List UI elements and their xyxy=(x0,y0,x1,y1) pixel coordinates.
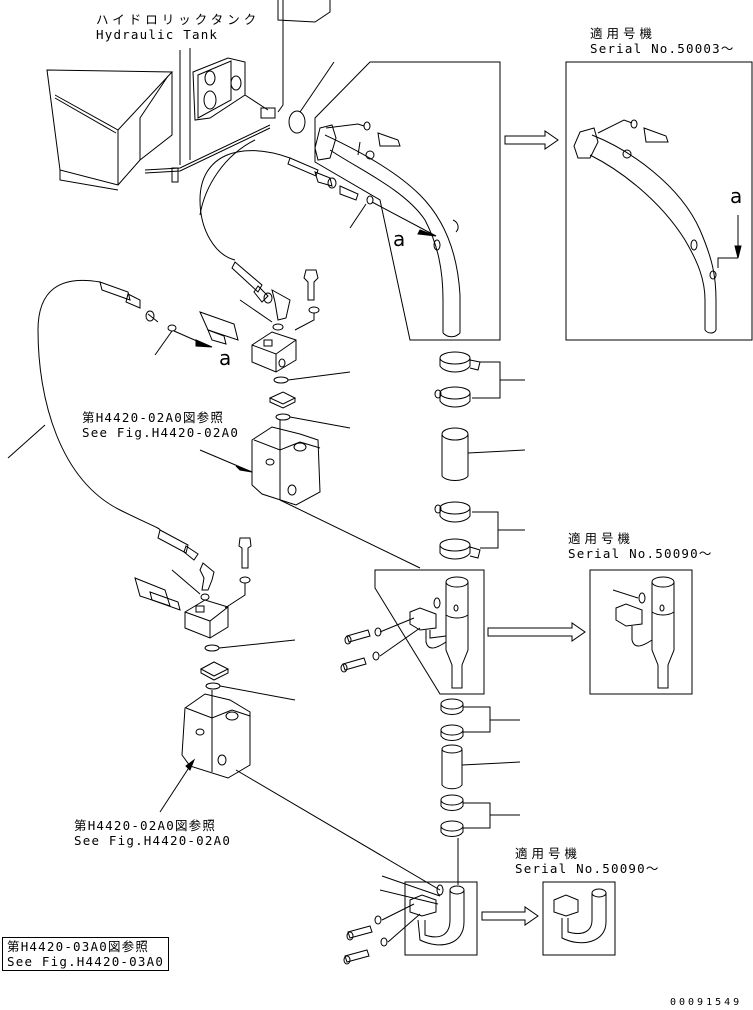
arrow-to-alternate-3 xyxy=(482,907,538,925)
lower-valve-block xyxy=(160,690,440,890)
callout-a-alternate-pipe: a xyxy=(730,184,743,208)
serial-note-jp: 適用号機 xyxy=(568,531,635,546)
serial-note-jp: 適用号機 xyxy=(590,26,657,41)
upper-bent-pipe xyxy=(315,122,460,337)
lower-bolt xyxy=(225,538,251,608)
upper-pipe-fittings xyxy=(200,140,436,236)
figure-ref-h4420-03a0-box: 第H4420-03A0図参照 See Fig.H4420-03A0 xyxy=(2,937,170,971)
upper-valve-block xyxy=(200,420,420,568)
serial-note-en: Serial No.50090〜 xyxy=(568,546,713,561)
hydraulic-tank xyxy=(47,48,270,190)
serial-note-50003: 適用号機 Serial No.50003〜 xyxy=(590,26,735,56)
clamp-pair-3 xyxy=(441,699,520,741)
serial-note-en: Serial No.50090〜 xyxy=(515,861,660,876)
outer-hose xyxy=(8,280,212,530)
upper-hose xyxy=(200,151,290,330)
alternate-u-pipe-50090 xyxy=(543,882,615,955)
alternate-pipe-50003 xyxy=(566,62,752,340)
hydraulic-tank-label-jp: ハイドロリックタンク xyxy=(96,12,261,27)
alternate-y-pipe-50090 xyxy=(590,570,692,694)
serial-note-50090-lower: 適用号機 Serial No.50090〜 xyxy=(515,846,660,876)
figure-ref-h4420-02a0-lower: 第H4420-02A0図参照 See Fig.H4420-02A0 xyxy=(74,818,231,848)
figure-ref-h4420-02a0-upper: 第H4420-02A0図参照 See Fig.H4420-02A0 xyxy=(82,410,239,440)
figure-ref-jp: 第H4420-02A0図参照 xyxy=(74,818,217,833)
callout-a-upper-pipe: a xyxy=(393,227,406,251)
middle-pipe-frame xyxy=(375,570,484,694)
upper-check-valve xyxy=(200,312,238,344)
lower-hose-end xyxy=(158,530,214,600)
arrow-to-alternate-2 xyxy=(488,623,585,641)
tank-bracket xyxy=(261,0,334,133)
document-number: 00091549 xyxy=(670,997,743,1008)
figure-ref-jp: 第H4420-03A0図参照 xyxy=(7,939,150,954)
callout-a-hose: a xyxy=(219,346,232,370)
lower-connector-block xyxy=(185,600,228,638)
upper-connector-block xyxy=(252,332,296,372)
clamp-pair-4 xyxy=(441,795,520,885)
clamp-pair-2 xyxy=(435,502,525,559)
lower-check-valve xyxy=(135,578,180,610)
lower-pipe-frame xyxy=(405,882,477,955)
tank-flange-plate xyxy=(193,58,268,120)
middle-y-pipe xyxy=(410,577,468,688)
serial-note-en: Serial No.50003〜 xyxy=(590,41,735,56)
figure-ref-jp: 第H4420-02A0図参照 xyxy=(82,410,225,425)
hydraulic-tank-label: ハイドロリックタンク Hydraulic Tank xyxy=(96,12,260,42)
upper-pipe-frame xyxy=(315,62,500,340)
figure-ref-en: See Fig.H4420-02A0 xyxy=(74,833,232,848)
serial-note-50090-middle: 適用号機 Serial No.50090〜 xyxy=(568,531,713,561)
arrow-to-alternate-1 xyxy=(505,131,558,149)
middle-bolts xyxy=(341,618,420,672)
rubber-hose-2 xyxy=(442,745,520,789)
serial-note-jp: 適用号機 xyxy=(515,846,582,861)
figure-ref-en: See Fig.H4420-03A0 xyxy=(7,954,165,969)
lower-o-rings-and-plate xyxy=(201,640,295,700)
clamp-pair-1 xyxy=(435,352,525,407)
upper-bolt xyxy=(295,270,319,330)
figure-ref-en: See Fig.H4420-02A0 xyxy=(82,425,240,440)
lower-bolts xyxy=(344,904,420,964)
lower-u-pipe xyxy=(380,876,464,945)
hydraulic-tank-label-en: Hydraulic Tank xyxy=(96,27,219,42)
upper-o-rings-and-plate xyxy=(270,372,350,428)
rubber-hose-1 xyxy=(442,428,525,481)
